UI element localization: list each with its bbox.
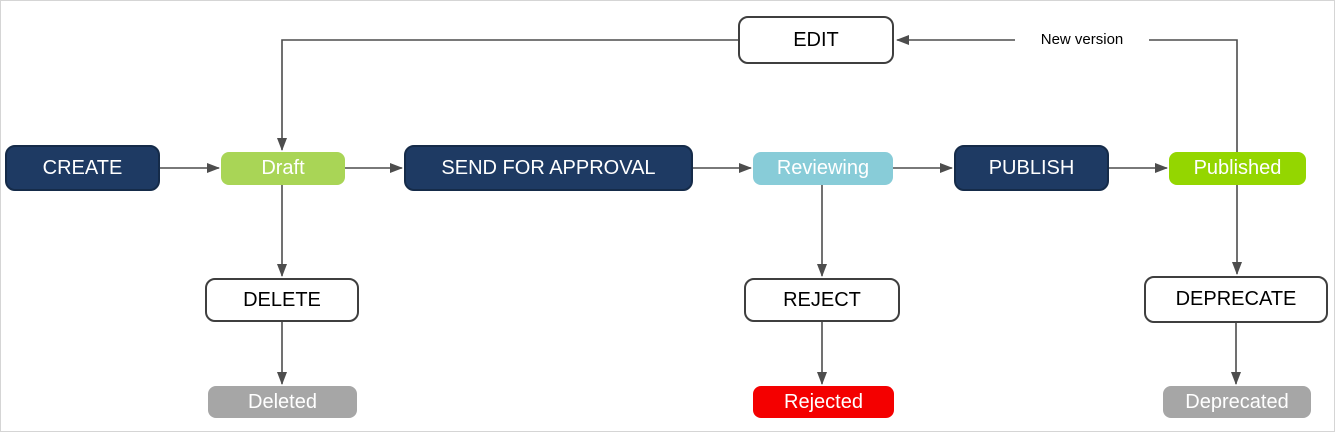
node-deprecated: Deprecated bbox=[1163, 386, 1311, 418]
node-edit: EDIT bbox=[738, 16, 894, 64]
node-rejected: Rejected bbox=[753, 386, 894, 418]
node-reviewing: Reviewing bbox=[753, 152, 893, 185]
edge-label-new-version: New version bbox=[1015, 28, 1149, 52]
node-reject: REJECT bbox=[744, 278, 900, 322]
node-delete: DELETE bbox=[205, 278, 359, 322]
node-publish: PUBLISH bbox=[954, 145, 1109, 191]
node-deprecate: DEPRECATE bbox=[1144, 276, 1328, 323]
edge-published-edit-new-version bbox=[896, 35, 1238, 161]
node-send-for-approval: SEND FOR APPROVAL bbox=[404, 145, 693, 191]
node-draft: Draft bbox=[221, 152, 345, 185]
edge-edit-draft bbox=[277, 39, 738, 151]
node-published: Published bbox=[1169, 152, 1306, 185]
node-deleted: Deleted bbox=[208, 386, 357, 418]
node-create: CREATE bbox=[5, 145, 160, 191]
